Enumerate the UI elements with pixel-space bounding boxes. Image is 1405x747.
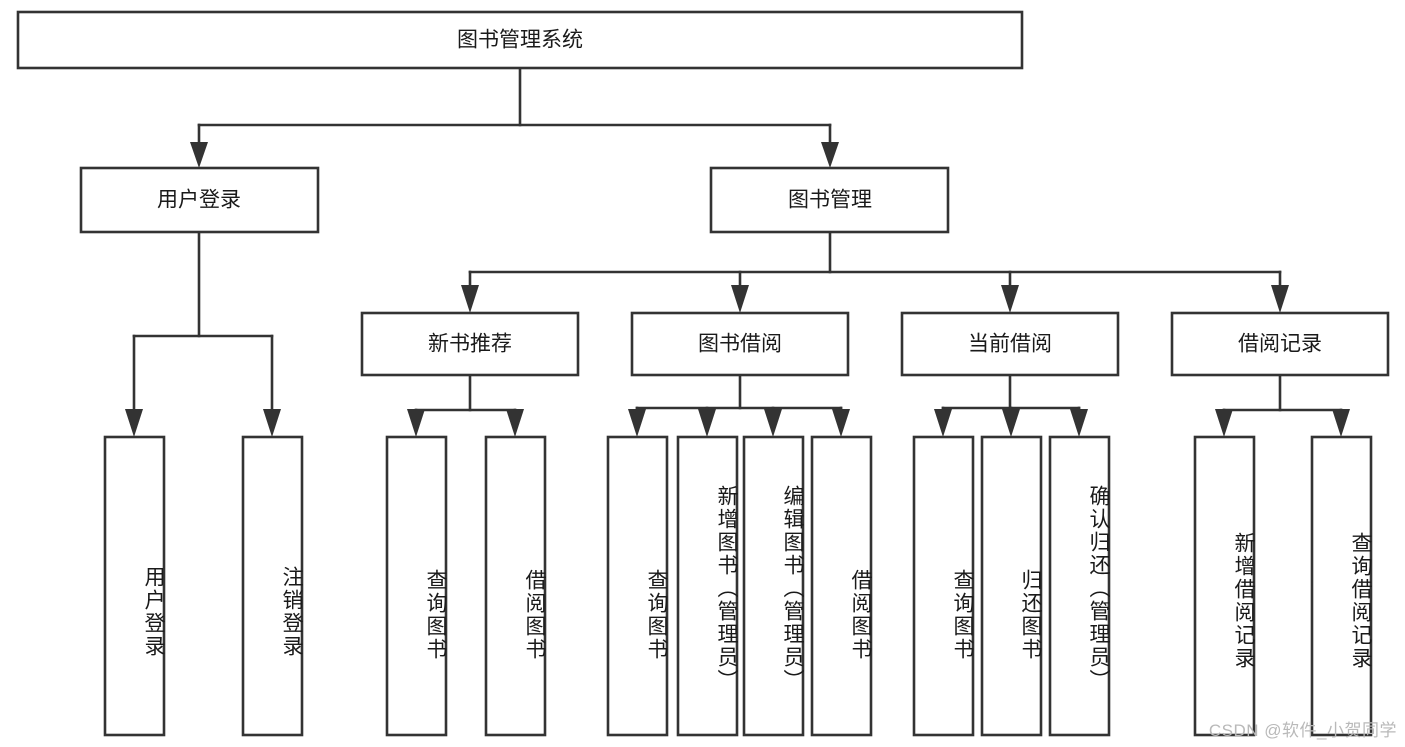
node-label-new-book-recommend: 新书推荐 <box>428 333 512 356</box>
node-label-root: 图书管理系统 <box>457 29 583 52</box>
node-box-leaf-query-borrow-record[interactable] <box>1310 435 1373 737</box>
node-box-book-manage[interactable] <box>709 166 950 234</box>
connector-group-user-login-leaves <box>125 230 281 437</box>
connector-group-booklmanage-to-level2 <box>461 230 1289 313</box>
node-box-new-book-recommend[interactable] <box>360 311 580 377</box>
arrow-head-leaf-u2 <box>263 409 281 437</box>
arrow-head-current-borrow <box>1001 285 1019 313</box>
arrow-head-book-borrow <box>731 285 749 313</box>
node-box-current-borrow[interactable] <box>900 311 1120 377</box>
connector-group-borrow-record-leaves <box>1215 373 1350 437</box>
node-box-leaf-edit-book-admin[interactable] <box>742 435 805 737</box>
arrow-head-leaf-b1 <box>628 409 646 437</box>
arrow-head-book-manage <box>821 142 839 168</box>
arrow-head-leaf-r2 <box>1332 409 1350 437</box>
arrow-head-leaf-b4 <box>832 409 850 437</box>
node-label-borrow-record: 借阅记录 <box>1238 333 1322 356</box>
arrow-head-leaf-c1 <box>934 409 952 437</box>
node-box-leaf-query-book-1[interactable] <box>385 435 448 737</box>
arrow-head-leaf-n1 <box>407 409 425 437</box>
node-box-borrow-record[interactable] <box>1170 311 1390 377</box>
node-box-leaf-query-book-2[interactable] <box>606 435 669 737</box>
arrow-head-user-login <box>190 142 208 168</box>
node-box-leaf-user-login[interactable] <box>103 435 166 737</box>
arrow-head-leaf-b3 <box>764 409 782 437</box>
arrow-head-leaf-c3 <box>1070 409 1088 437</box>
node-box-leaf-add-borrow-record[interactable] <box>1193 435 1256 737</box>
node-box-leaf-confirm-return-admin[interactable] <box>1048 435 1111 737</box>
arrow-head-leaf-r1 <box>1215 409 1233 437</box>
node-box-leaf-logout[interactable] <box>241 435 304 737</box>
connector-group-root-to-level1 <box>190 66 839 168</box>
node-label-book-borrow: 图书借阅 <box>698 333 782 356</box>
csdn-watermark: CSDN @软件_小贺同学 <box>1208 721 1397 740</box>
arrow-head-new-book <box>461 285 479 313</box>
arrow-head-leaf-b2 <box>698 409 716 437</box>
arrow-head-borrow-record <box>1271 285 1289 313</box>
node-box-root[interactable] <box>16 10 1024 70</box>
node-label-current-borrow: 当前借阅 <box>968 333 1052 356</box>
node-box-leaf-add-book-admin[interactable] <box>676 435 739 737</box>
node-label-book-manage: 图书管理 <box>788 189 872 212</box>
node-box-leaf-borrow-book-1[interactable] <box>484 435 547 737</box>
node-box-book-borrow[interactable] <box>630 311 850 377</box>
node-box-user-login[interactable] <box>79 166 320 234</box>
node-box-leaf-borrow-book-2[interactable] <box>810 435 873 737</box>
arrow-head-leaf-u1 <box>125 409 143 437</box>
connector-group-new-book-leaves <box>407 373 524 437</box>
node-box-leaf-query-book-3[interactable] <box>912 435 975 737</box>
connector-group-book-borrow-leaves <box>628 373 850 437</box>
node-box-leaf-return-book[interactable] <box>980 435 1043 737</box>
node-label-user-login: 用户登录 <box>157 189 241 212</box>
connector-group-current-borrow-leaves <box>934 373 1088 437</box>
arrow-head-leaf-n2 <box>506 409 524 437</box>
arrow-head-leaf-c2 <box>1002 409 1020 437</box>
